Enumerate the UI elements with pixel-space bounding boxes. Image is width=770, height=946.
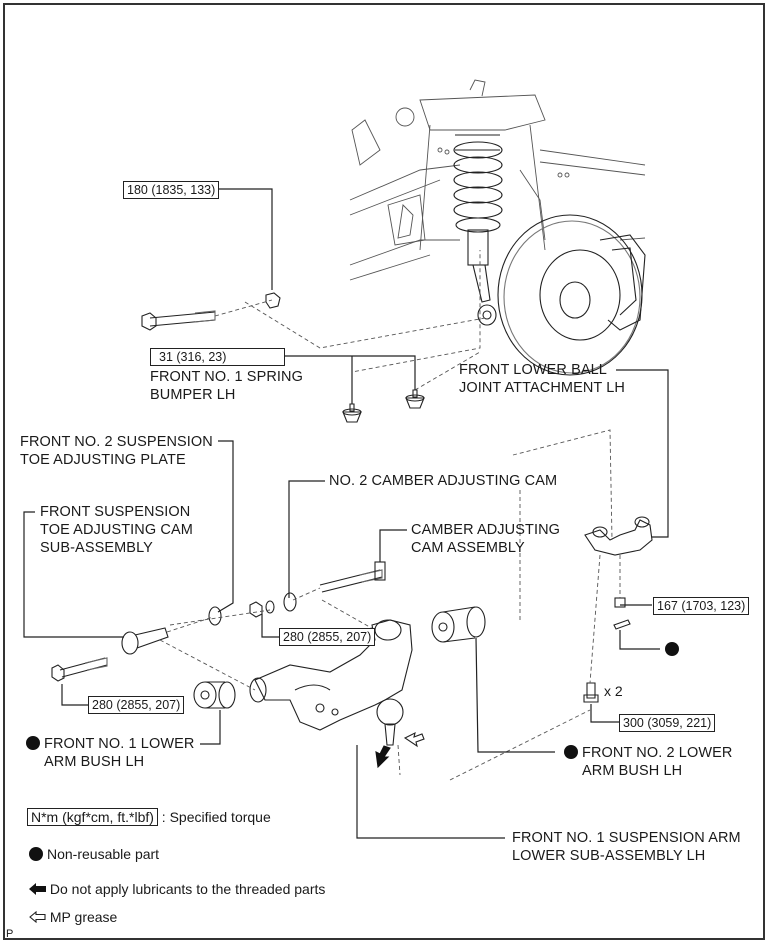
diagram-frame xyxy=(3,3,765,940)
legend-no-lubricant-text: Do not apply lubricants to the threaded … xyxy=(49,881,326,897)
dashed-guides xyxy=(159,250,621,781)
label-line: FRONT NO. 1 SPRING xyxy=(150,369,303,385)
label-line: LOWER SUB-ASSEMBLY LH xyxy=(512,848,706,864)
legend-torque-desc: : Specified torque xyxy=(161,809,271,825)
quantity-note: x 2 xyxy=(604,683,623,699)
vehicle-frame-drawing xyxy=(349,79,646,281)
label-no2-camber-cam: NO. 2 CAMBER ADJUSTING CAM xyxy=(329,473,558,489)
legend-mp-grease: MP grease xyxy=(29,908,117,926)
legend-torque-unit: N*m (kgf*cm, ft.*lbf) xyxy=(27,808,158,826)
legend-no-lubricant: Do not apply lubricants to the threaded … xyxy=(29,880,325,898)
label-line: CAMBER ADJUSTING xyxy=(411,522,561,538)
no2-bush-drawing xyxy=(431,606,486,643)
spring-bumper-drawing xyxy=(342,389,425,423)
label-line: FRONT NO. 1 SUSPENSION ARM xyxy=(512,830,741,846)
no1-bush-drawing xyxy=(193,681,236,709)
no-lubricant-arrow-icon xyxy=(375,745,391,769)
upper-bolt-drawing xyxy=(141,292,281,331)
legend-torque: N*m (kgf*cm, ft.*lbf) : Specified torque xyxy=(27,808,271,826)
legend-non-reusable: Non-reusable part xyxy=(29,845,159,863)
torque-spec-toe-cam-nut: 280 (2855, 207) xyxy=(88,696,185,714)
lower-arm-drawing xyxy=(249,619,413,746)
torque-spec-upper-nut: 180 (1835, 133) xyxy=(123,181,220,199)
torque-spec-ball-joint-nut: 167 (1703, 123) xyxy=(653,597,750,615)
label-line: CAM ASSEMBLY xyxy=(411,540,525,556)
label-line: BUMPER LH xyxy=(150,387,236,403)
coil-spring-drawing xyxy=(453,134,503,326)
legend-non-reusable-text: Non-reusable part xyxy=(47,846,160,862)
toe-cam-drawing xyxy=(51,606,222,682)
label-line: FRONT LOWER BALL xyxy=(459,362,607,378)
label-line: TOE ADJUSTING CAM xyxy=(40,522,193,538)
label-line: FRONT NO. 2 SUSPENSION xyxy=(20,434,213,450)
label-line: FRONT NO. 1 LOWER xyxy=(44,736,195,752)
leader-lines xyxy=(23,188,669,839)
legend-mp-grease-text: MP grease xyxy=(49,909,118,925)
label-lower-arm: FRONT NO. 1 SUSPENSION ARM LOWER SUB-ASS… xyxy=(512,829,741,865)
label-line: FRONT SUSPENSION xyxy=(40,504,191,520)
label-ball-joint-attachment: FRONT LOWER BALL JOINT ATTACHMENT LH xyxy=(459,361,625,397)
label-toe-plate: FRONT NO. 2 SUSPENSION TOE ADJUSTING PLA… xyxy=(20,433,213,469)
label-line: JOINT ATTACHMENT LH xyxy=(459,380,625,396)
camber-cam-drawing xyxy=(249,561,386,618)
corner-mark: P xyxy=(6,928,14,940)
black-arrow-icon xyxy=(29,883,46,895)
label-spring-bumper: FRONT NO. 1 SPRING BUMPER LH xyxy=(150,368,303,404)
label-line: SUB-ASSEMBLY xyxy=(40,540,153,556)
mp-grease-arrow-icon xyxy=(403,731,425,748)
label-line: FRONT NO. 2 LOWER xyxy=(582,745,733,761)
label-toe-cam: FRONT SUSPENSION TOE ADJUSTING CAM SUB-A… xyxy=(40,503,193,557)
torque-spec-camber-cam-nut: 280 (2855, 207) xyxy=(279,628,376,646)
non-reusable-icon xyxy=(29,847,43,861)
non-reusable-icon xyxy=(564,745,578,759)
torque-spec-spring-bumper: 31 (316, 23) xyxy=(150,348,285,366)
torque-spec-ball-joint-bolt: 300 (3059, 221) xyxy=(619,714,716,732)
non-reusable-marker-icon xyxy=(665,642,679,656)
white-arrow-icon xyxy=(29,910,46,924)
non-reusable-icon xyxy=(26,736,40,750)
ball-joint-attachment-drawing xyxy=(583,516,653,703)
label-line: TOE ADJUSTING PLATE xyxy=(20,452,186,468)
label-no1-bush: FRONT NO. 1 LOWER ARM BUSH LH xyxy=(26,735,194,771)
label-camber-cam: CAMBER ADJUSTING CAM ASSEMBLY xyxy=(411,521,560,557)
label-no2-bush: FRONT NO. 2 LOWER ARM BUSH LH xyxy=(564,744,732,780)
brake-disc-drawing xyxy=(497,214,646,376)
label-line: ARM BUSH LH xyxy=(44,754,145,770)
label-line: ARM BUSH LH xyxy=(582,763,683,779)
